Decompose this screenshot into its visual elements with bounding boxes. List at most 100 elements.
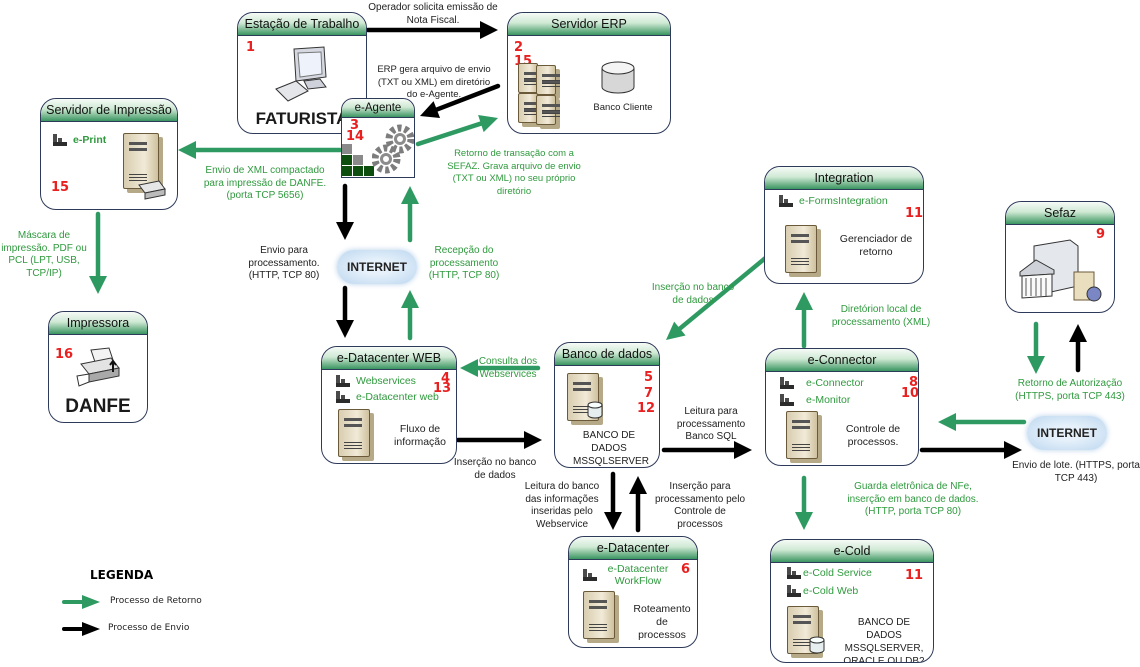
database-icon bbox=[809, 636, 825, 654]
step-number: 4 bbox=[441, 371, 451, 386]
service-icon bbox=[787, 567, 801, 579]
legend-return-arrow bbox=[62, 595, 100, 609]
arrow-head bbox=[734, 441, 752, 459]
service-label: e-Cold Web bbox=[803, 585, 859, 597]
database-icon bbox=[587, 401, 603, 419]
arrow-head bbox=[89, 276, 107, 294]
edge-label: Leitura do banco das informações inserid… bbox=[524, 481, 600, 530]
edge-label: Envio de lote. (HTTPS, porta TCP 443) bbox=[1012, 460, 1140, 484]
node-impressora[interactable]: Impressora 16 DANFE bbox=[48, 311, 148, 423]
service-icon bbox=[779, 195, 793, 207]
legend-title: LEGENDA bbox=[90, 568, 154, 582]
step-number: 11 bbox=[905, 568, 924, 583]
database-icon bbox=[601, 61, 635, 94]
node-title: Banco de dados bbox=[555, 343, 659, 366]
internet-cloud-1: INTERNET bbox=[337, 250, 417, 284]
edge-arrow-estacao-to-erp bbox=[365, 21, 498, 39]
service-icon bbox=[583, 569, 597, 581]
server-icon bbox=[786, 411, 818, 459]
arrow-head bbox=[795, 512, 813, 530]
arrow-head bbox=[336, 222, 354, 240]
legend: LEGENDA Processo de Retorno Processo de … bbox=[60, 566, 260, 646]
service-icon bbox=[336, 375, 350, 387]
node-edatacenter[interactable]: e-Datacenter e-Datacenter WorkFlow 6 Rot… bbox=[568, 536, 698, 648]
edge-arrow-banco-to-edatacenter bbox=[604, 471, 622, 530]
edge-label: Inserção no banco de dados bbox=[651, 282, 735, 306]
government-building-icon bbox=[1019, 239, 1102, 302]
edge-arrow-eagente-to-impressao bbox=[178, 141, 343, 159]
service-label: e-FormsIntegration bbox=[799, 195, 888, 207]
edge-arrow-internet2-to-sefaz bbox=[1069, 324, 1087, 373]
edge-label: Leitura para processamento Banco SQL bbox=[676, 406, 746, 442]
edge-label: Envio de XML compactado para impressão d… bbox=[203, 165, 327, 201]
edge-arrow-datacenter_web-to-banco bbox=[455, 431, 542, 449]
edge-label: Inserção para processamento pelo Control… bbox=[654, 481, 746, 530]
node-ecold[interactable]: e-Cold e-Cold Service e-Cold Web 11 BANC… bbox=[770, 539, 934, 663]
service-emonitor: e-Monitor bbox=[780, 394, 850, 406]
service-ecold-web: e-Cold Web bbox=[787, 585, 858, 597]
step-number: 8 bbox=[909, 375, 919, 390]
edge-arrow-eagente-to-datacenter_web bbox=[336, 183, 354, 240]
arrow-head bbox=[666, 321, 686, 340]
node-description: BANCO DE DADOS MSSQLSERVER, ORACLE OU DB… bbox=[843, 617, 925, 663]
node-eagente[interactable]: e-Agente 3 14 bbox=[341, 98, 415, 178]
node-erp[interactable]: Servidor ERP 2 15 Banco Cliente bbox=[507, 12, 671, 134]
edge-arrow-banco-to-datacenter_web bbox=[460, 359, 541, 377]
node-impressao[interactable]: Servidor de Impressão e-Print 15 bbox=[40, 98, 178, 210]
edge-label: Diretórion local de processamento (XML) bbox=[831, 304, 931, 328]
node-title: Sefaz bbox=[1006, 202, 1114, 225]
arrow-head bbox=[480, 21, 498, 39]
node-title: Servidor de Impressão bbox=[41, 99, 177, 122]
server-icon bbox=[785, 225, 817, 273]
service-eformsintegration: e-FormsIntegration bbox=[779, 195, 888, 207]
printer-small-icon bbox=[138, 180, 166, 200]
edge-arrow-econnector-to-ecold bbox=[795, 475, 813, 530]
arrow-head bbox=[604, 512, 622, 530]
service-label: Webservices bbox=[356, 375, 416, 387]
node-title: e-Datacenter WEB bbox=[322, 347, 456, 370]
step-number: 12 bbox=[637, 401, 656, 416]
edge-arrow-eagente-to-erp bbox=[415, 115, 498, 147]
arrow-head bbox=[629, 476, 647, 494]
node-sefaz[interactable]: Sefaz 9 bbox=[1005, 201, 1115, 313]
arrow-head bbox=[1004, 441, 1022, 459]
service-label: e-Monitor bbox=[806, 394, 851, 406]
edge-label: Retorno de transação com a SEFAZ. Grava … bbox=[447, 148, 581, 197]
arrow-shaft bbox=[434, 83, 501, 112]
arrow-head bbox=[420, 101, 441, 118]
service-edatacenter-web: e-Datacenter web bbox=[336, 391, 439, 403]
step-number: 6 bbox=[681, 562, 691, 577]
step-number: 5 bbox=[644, 370, 654, 385]
server-icon bbox=[583, 591, 615, 639]
db-label: Banco Cliente bbox=[593, 102, 653, 113]
edge-arrow-edatacenter-to-banco bbox=[629, 476, 647, 533]
node-title: Servidor ERP bbox=[508, 13, 670, 36]
edge-arrow-erp-to-eagente bbox=[420, 83, 501, 118]
service-label: e-Cold Service bbox=[803, 567, 872, 579]
service-workflow: e-Datacenter WorkFlow bbox=[583, 563, 673, 587]
printer-icon bbox=[76, 347, 120, 387]
node-description: Roteamento de processos bbox=[633, 603, 691, 641]
edge-label: Guarda eletrônica de NFe, inserção em ba… bbox=[847, 481, 979, 517]
node-title: e-Cold bbox=[771, 540, 933, 563]
gears-icon bbox=[372, 124, 414, 174]
edge-label: Inserção no banco de dados bbox=[453, 457, 537, 481]
service-icon bbox=[336, 391, 350, 403]
edge-arrow-datacenter_web-to-eagente bbox=[401, 186, 419, 243]
node-integration[interactable]: Integration e-FormsIntegration 11 Gerenc… bbox=[764, 166, 924, 284]
node-banco[interactable]: Banco de dados 5 7 12 BANCO DE DADOS MSS… bbox=[554, 342, 660, 468]
node-econnector[interactable]: e-Connector e-Connector e-Monitor 8 10 C… bbox=[765, 348, 919, 466]
arrow-head bbox=[336, 320, 354, 338]
node-description: Controle de processos. bbox=[845, 423, 901, 448]
legend-send-arrow bbox=[62, 622, 100, 636]
edge-label: Retorno de Autorização (HTTPS, porta TCP… bbox=[1015, 378, 1125, 402]
edge-arrow-impressao-to-impressora bbox=[89, 211, 107, 294]
arrow-head bbox=[938, 413, 956, 431]
service-label: e-Print bbox=[73, 134, 107, 146]
node-datacenter-web[interactable]: e-Datacenter WEB Webservices e-Datacente… bbox=[321, 346, 457, 464]
legend-send-label: Processo de Envio bbox=[108, 623, 190, 633]
arrow-head bbox=[1027, 356, 1045, 374]
step-number: 1 bbox=[246, 40, 256, 55]
internet-cloud-2: INTERNET bbox=[1027, 416, 1107, 450]
